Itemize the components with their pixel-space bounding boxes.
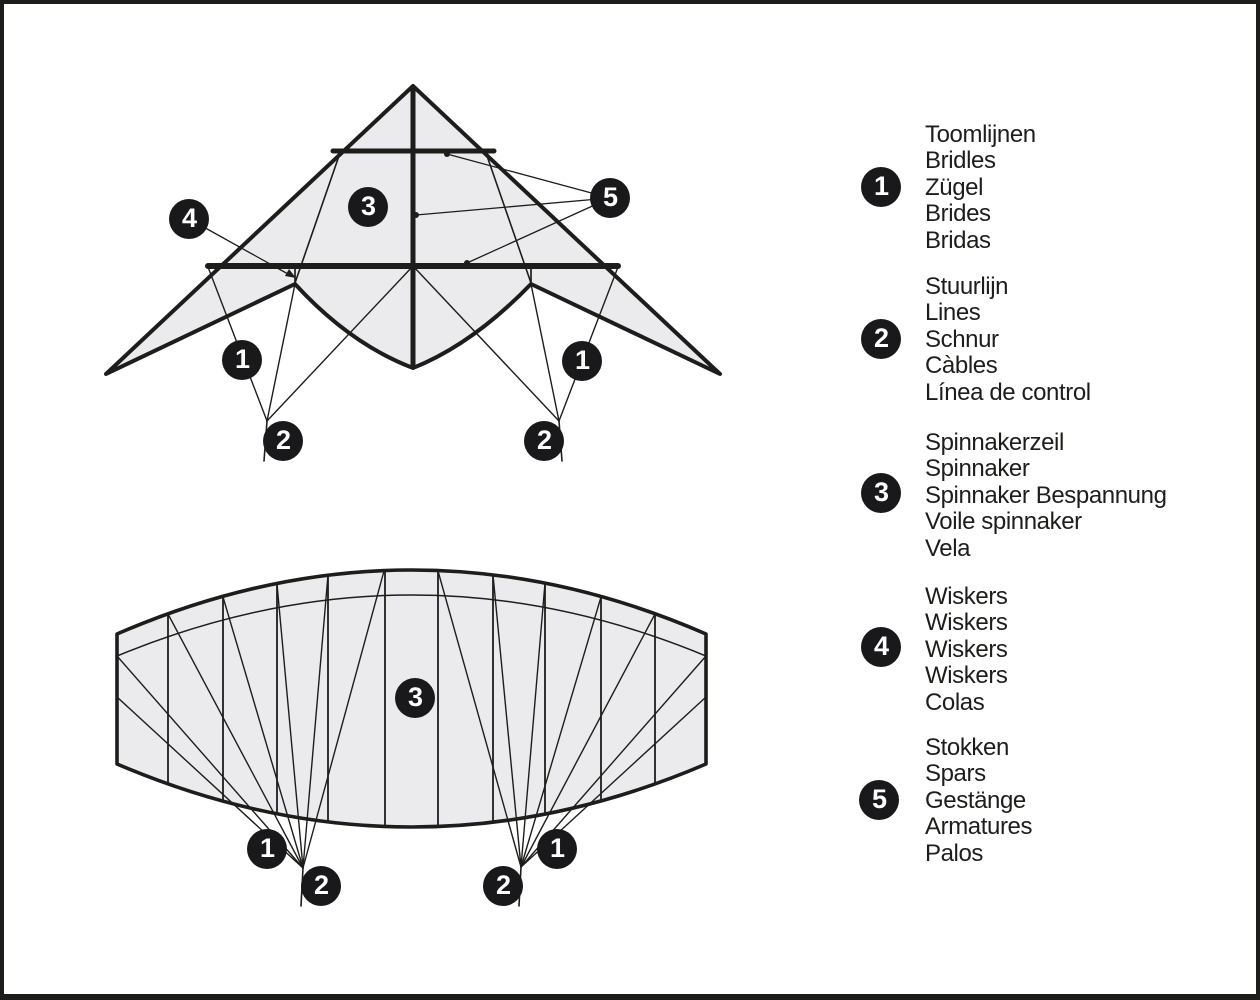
legend-term: Lines (925, 299, 981, 327)
legend-term: Wiskers (925, 609, 1008, 637)
parafoil-marker-1-bridle-right: 1 (537, 829, 577, 869)
legend-term: Stuurlijn (925, 273, 1009, 300)
legend-term: Brides (925, 200, 991, 228)
legend-term: Spinnaker (925, 455, 1030, 483)
legend-term: Spars (925, 760, 986, 788)
legend-term: Vela (925, 534, 971, 562)
parafoil-leading-edge-seam (117, 594, 706, 657)
label-5-leader-lines (415, 153, 611, 264)
legend-term: Wiskers (925, 583, 1008, 610)
legend-item-4-terms: Wiskers Wiskers Wiskers Wiskers Colas (925, 583, 1008, 716)
delta-marker-1-bridle-right: 1 (562, 341, 602, 381)
delta-panel-seams (294, 152, 532, 284)
legend-term: Càbles (925, 352, 998, 380)
delta-spars (205, 85, 621, 369)
parafoil-cell-seams (117, 570, 706, 827)
legend-item-1-terms: Toomlijnen Bridles Zügel Brides Bridas (925, 121, 1036, 254)
delta-marker-3-sail: 3 (348, 187, 388, 227)
legend-term: Voile spinnaker (925, 508, 1082, 536)
delta-marker-2-line-right: 2 (524, 421, 564, 461)
legend-badge-1: 1 (861, 167, 901, 207)
legend-item-2-terms: Stuurlijn Lines Schnur Càbles Línea de c… (925, 273, 1091, 406)
label-4-arrowhead (285, 269, 296, 278)
legend-term: Línea de control (925, 378, 1091, 406)
delta-marker-5-spars: 5 (590, 178, 630, 218)
parafoil-cell-dividers (167, 570, 656, 827)
legend-badge-5: 5 (859, 780, 899, 820)
legend-badge-4: 4 (861, 627, 901, 667)
legend-term: Palos (925, 839, 984, 867)
legend-badge-3: 3 (861, 473, 901, 513)
parafoil-marker-3-sail: 3 (395, 678, 435, 718)
delta-marker-4-whiskers: 4 (169, 199, 209, 239)
legend-term: Spinnakerzeil (925, 429, 1064, 456)
legend-item-5-terms: Stokken Spars Gestänge Armatures Palos (925, 734, 1033, 867)
delta-marker-1-bridle-left: 1 (222, 340, 262, 380)
parafoil-marker-1-bridle-left: 1 (247, 829, 287, 869)
legend-term: Schnur (925, 325, 999, 353)
delta-flying-lines (263, 420, 563, 462)
parafoil-marker-2-line-right: 2 (483, 866, 523, 906)
legend-term: Stokken (925, 734, 1009, 761)
legend-term: Spinnaker Bespannung (925, 481, 1167, 509)
legend-term: Toomlijnen (925, 121, 1036, 148)
legend-term: Wiskers (925, 662, 1008, 690)
legend-term: Armatures (925, 813, 1033, 841)
legend-term: Gestänge (925, 786, 1026, 814)
legend-term: Bridles (925, 147, 996, 175)
parafoil-kite-figure (115, 568, 708, 907)
legend-term: Wiskers (925, 635, 1008, 663)
parafoil-canopy-outline (115, 568, 708, 829)
parafoil-marker-2-line-left: 2 (301, 866, 341, 906)
legend-item-3-terms: Spinnakerzeil Spinnaker Spinnaker Bespan… (925, 429, 1167, 562)
delta-marker-2-line-left: 2 (263, 421, 303, 461)
delta-kite-figure (104, 84, 722, 462)
legend-badge-2: 2 (861, 319, 901, 359)
legend-term: Colas (925, 688, 985, 716)
legend-term: Zügel (925, 173, 984, 201)
legend-term: Bridas (925, 226, 991, 254)
